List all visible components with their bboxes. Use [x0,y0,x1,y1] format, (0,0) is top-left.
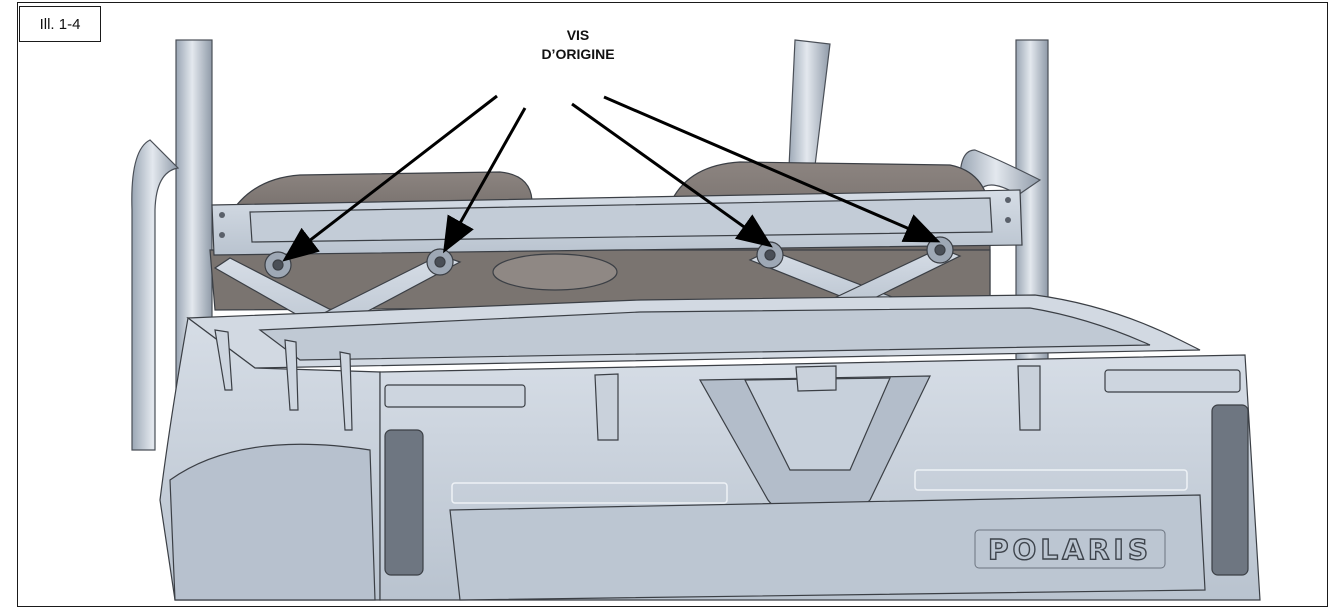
cargo-box [159,294,1261,601]
callout-original-screws: VIS D’ORIGINE [478,26,678,64]
callout-line-2: D’ORIGINE [541,46,615,62]
arrow-to-screw-2 [443,107,527,254]
arrow-to-screw-4 [603,95,941,243]
callout-line-1: VIS [566,27,590,43]
polaris-logo-text: POLARIS [988,533,1152,566]
polaris-logo-icon: POLARIS [974,529,1166,569]
arrow-to-screw-1 [282,94,498,262]
arrow-to-screw-3 [571,102,773,248]
left-grab-handle [131,139,180,451]
figure-number-label: Ill. 1-4 [19,6,101,42]
callout-arrows [282,94,941,262]
